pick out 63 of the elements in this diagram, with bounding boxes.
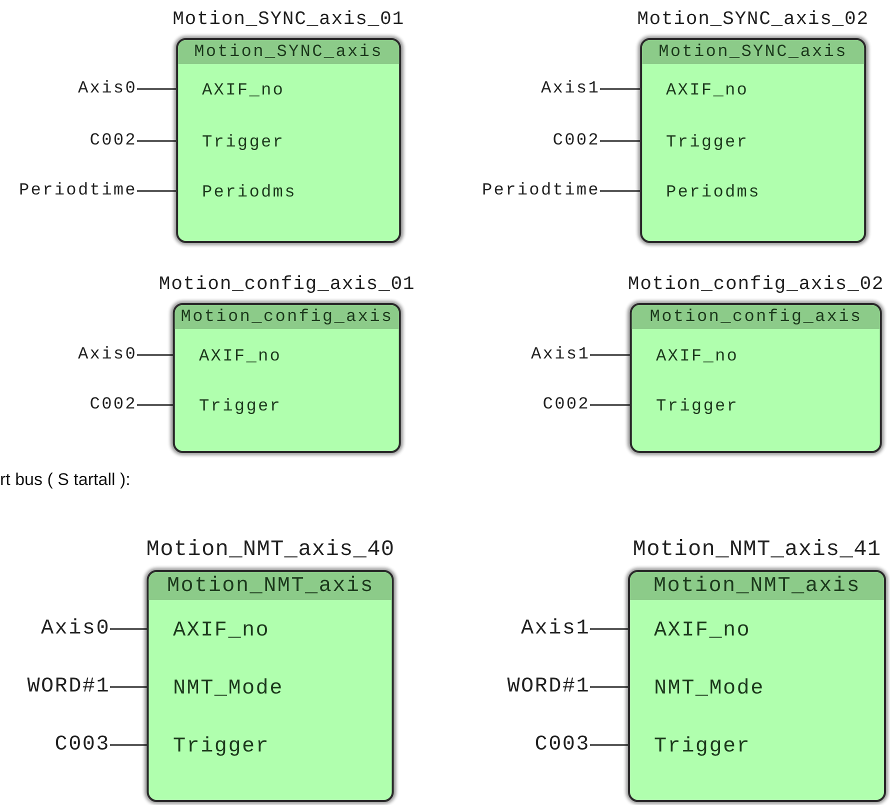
input-variable: C002 xyxy=(90,132,137,150)
input-variable: Periodtime xyxy=(482,182,600,200)
connector-line xyxy=(137,140,176,142)
input-variable: C003 xyxy=(54,734,110,756)
pin-name: Trigger xyxy=(666,134,749,152)
connector-line xyxy=(590,744,628,746)
connector-line xyxy=(590,404,630,406)
input-variable: Axis1 xyxy=(530,346,590,364)
connector-line xyxy=(137,88,176,90)
pin-name: NMT_Mode xyxy=(173,678,284,700)
connector-line xyxy=(600,140,640,142)
pin-name: AXIF_no xyxy=(656,348,739,366)
block-type-name: Motion_SYNC_axis xyxy=(658,44,848,60)
instance-name: Motion_NMT_axis_41 xyxy=(632,539,882,561)
pin-name: AXIF_no xyxy=(202,82,285,100)
connector-line xyxy=(110,686,147,688)
pin-name: Trigger xyxy=(202,134,285,152)
input-variable: Periodtime xyxy=(18,182,137,200)
connector-line xyxy=(590,354,630,356)
input-variable: WORD#1 xyxy=(507,676,590,698)
block-type-name: Motion_NMT_axis xyxy=(166,576,374,596)
instance-name: Motion_config_axis_02 xyxy=(628,275,884,294)
block-type-name: Motion_config_axis xyxy=(650,308,862,326)
pin-name: Periodms xyxy=(666,184,760,202)
block-type-name: Motion_NMT_axis xyxy=(653,576,861,596)
connector-line xyxy=(137,190,176,192)
connector-line xyxy=(590,686,628,688)
instance-name: Motion_SYNC_axis_02 xyxy=(637,10,869,29)
input-variable: C003 xyxy=(534,734,590,756)
connector-line xyxy=(137,404,173,406)
input-variable: C002 xyxy=(90,396,137,414)
note-text: rt bus ( S tartall ): xyxy=(0,470,130,490)
block-type-name: Motion_config_axis xyxy=(180,308,394,326)
input-variable: Axis1 xyxy=(540,80,600,98)
function-block xyxy=(158,275,416,453)
block-type-name: Motion_SYNC_axis xyxy=(194,44,383,60)
connector-line xyxy=(110,628,147,630)
input-variable: Axis0 xyxy=(40,618,110,640)
connector-line xyxy=(590,628,628,630)
input-variable: C002 xyxy=(552,132,600,150)
input-variable: Axis0 xyxy=(78,80,137,98)
pin-name: AXIF_no xyxy=(199,348,282,366)
pin-name: NMT_Mode xyxy=(654,678,764,700)
connector-line xyxy=(137,354,173,356)
pin-name: Periodms xyxy=(202,184,296,202)
connector-line xyxy=(110,744,147,746)
connector-line xyxy=(600,88,640,90)
instance-name: Motion_config_axis_01 xyxy=(158,275,416,294)
pin-name: Trigger xyxy=(199,398,282,416)
instance-name: Motion_NMT_axis_40 xyxy=(146,539,395,561)
pin-name: AXIF_no xyxy=(173,620,270,642)
input-variable: C002 xyxy=(542,396,590,414)
pin-name: Trigger xyxy=(656,398,739,416)
pin-name: AXIF_no xyxy=(666,82,749,100)
input-variable: WORD#1 xyxy=(27,676,110,698)
pin-name: Trigger xyxy=(173,736,270,758)
input-variable: Axis0 xyxy=(78,346,137,364)
instance-name: Motion_SYNC_axis_01 xyxy=(172,10,404,29)
pin-name: AXIF_no xyxy=(654,620,751,642)
function-block xyxy=(628,275,884,453)
connector-line xyxy=(600,190,640,192)
input-variable: Axis1 xyxy=(520,618,590,640)
pin-name: Trigger xyxy=(654,736,751,758)
